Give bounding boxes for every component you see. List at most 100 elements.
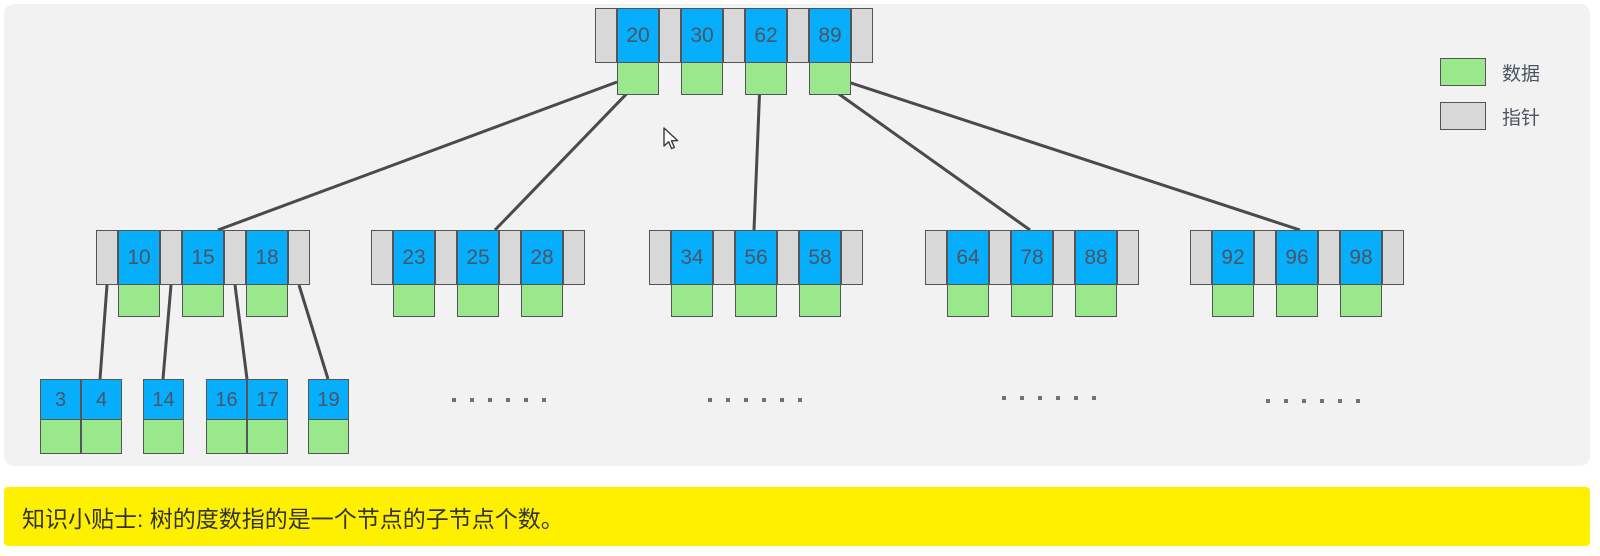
internal-node-4-pointer-2 [989,230,1011,317]
key-cell: 18 [246,230,288,285]
pointer-cell [595,8,617,63]
pointer-cell [851,8,873,63]
root-node-pointer-5 [851,8,873,95]
ellipsis-dot [1356,399,1360,403]
internal-node-3[interactable]: 34 56 58 [649,230,863,317]
ellipsis-dot [726,398,730,402]
pointer-cell [777,230,799,285]
pointer-spacer [224,285,246,317]
leaf-node-3-entry-1: 16 [206,379,247,454]
internal-node-2[interactable]: 23 25 28 [371,230,585,317]
pointer-cell [841,230,863,285]
ellipsis-dot [524,398,528,402]
internal-node-5-pointer-3 [1318,230,1340,317]
pointer-spacer [1117,285,1139,317]
pointer-cell [925,230,947,285]
pointer-spacer [841,285,863,317]
key-cell: 92 [1212,230,1254,285]
pointer-spacer [288,285,310,317]
data-cell [681,63,723,95]
ellipsis-dot [470,398,474,402]
internal-node-3-entry-2: 56 [735,230,777,317]
pointer-cell [1254,230,1276,285]
key-cell: 34 [671,230,713,285]
pointer-spacer [1254,285,1276,317]
data-cell [143,420,184,454]
internal-node-1-pointer-2 [160,230,182,317]
ellipsis-dot [1266,399,1270,403]
data-cell [521,285,563,317]
internal-node-2-entry-2: 25 [457,230,499,317]
pointer-spacer [1382,285,1404,317]
legend-swatch-data [1440,58,1486,86]
data-cell [118,285,160,317]
internal-node-3-pointer-4 [841,230,863,317]
pointer-cell [224,230,246,285]
internal-node-2-entry-3: 28 [521,230,563,317]
data-cell [206,420,247,454]
data-cell [308,420,349,454]
internal-node-1-pointer-1 [96,230,118,317]
key-cell: 78 [1011,230,1053,285]
tip-bar: 知识小贴士: 树的度数指的是一个节点的子节点个数。 [4,487,1590,546]
pointer-cell [160,230,182,285]
pointer-spacer [499,285,521,317]
internal-node-3-entry-3: 58 [799,230,841,317]
internal-node-1-entry-3: 18 [246,230,288,317]
ellipsis-dot [780,398,784,402]
pointer-spacer [435,285,457,317]
key-cell: 17 [247,379,288,420]
pointer-spacer [787,63,809,95]
root-node-entry-3: 62 [745,8,787,95]
leaf-node-2-entry-1: 14 [143,379,184,454]
pointer-spacer [160,285,182,317]
key-cell: 19 [308,379,349,420]
ellipsis-dot [1038,396,1042,400]
tip-text: 知识小贴士: 树的度数指的是一个节点的子节点个数。 [22,505,564,532]
pointer-spacer [1318,285,1340,317]
ellipsis-dot [1284,399,1288,403]
internal-node-5-entry-1: 92 [1212,230,1254,317]
data-cell [735,285,777,317]
leaf-node-3-entry-2: 17 [247,379,288,454]
key-cell: 23 [393,230,435,285]
ellipsis-dot [1320,399,1324,403]
legend-label-pointer: 指针 [1502,107,1541,129]
key-cell: 16 [206,379,247,420]
ellipsis-group-4 [1266,399,1360,403]
key-cell: 96 [1276,230,1318,285]
pointer-spacer [1190,285,1212,317]
ellipsis-dot [1002,396,1006,400]
leaf-node-4[interactable]: 19 [308,379,349,454]
internal-node-3-pointer-1 [649,230,671,317]
pointer-spacer [649,285,671,317]
data-cell [617,63,659,95]
pointer-spacer [925,285,947,317]
key-cell: 98 [1340,230,1382,285]
data-cell [671,285,713,317]
leaf-node-2[interactable]: 14 [143,379,184,454]
internal-node-5[interactable]: 92 96 98 [1190,230,1404,317]
root-node-entry-1: 20 [617,8,659,95]
pointer-cell [723,8,745,63]
root-node-pointer-3 [723,8,745,95]
legend-label-data: 数据 [1502,63,1541,85]
root-node-entry-2: 30 [681,8,723,95]
data-cell [40,420,81,454]
data-cell [1011,285,1053,317]
key-cell: 56 [735,230,777,285]
pointer-cell [787,8,809,63]
internal-node-2-entry-1: 23 [393,230,435,317]
key-cell: 25 [457,230,499,285]
pointer-cell [371,230,393,285]
ellipsis-dot [798,398,802,402]
data-cell [1276,285,1318,317]
data-cell [809,63,851,95]
legend-swatch-pointer [1440,102,1486,130]
pointer-spacer [96,285,118,317]
